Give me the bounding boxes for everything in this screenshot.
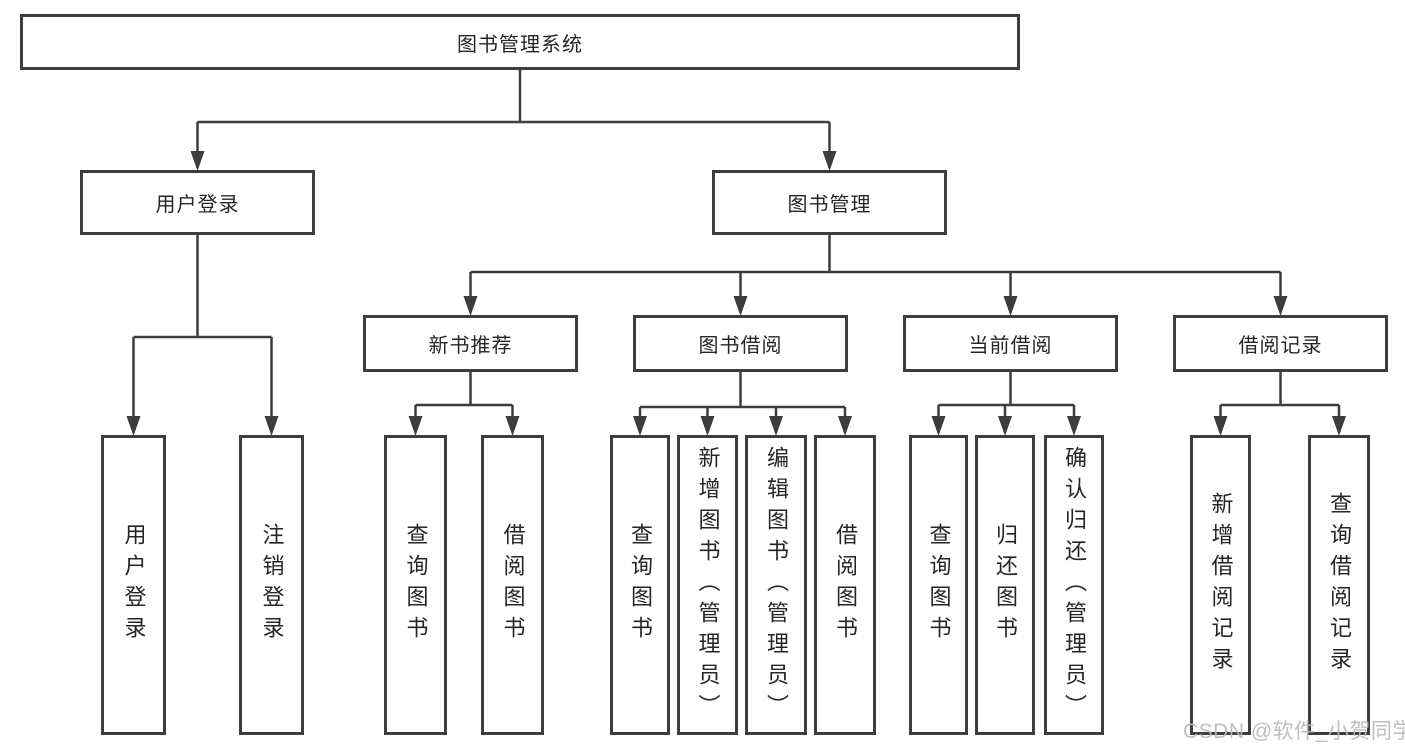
node-new-book-recommend-label: 新书推荐 — [428, 335, 513, 357]
leaf-borrow-books-recommend-label: 借阅图书 — [500, 523, 526, 647]
leaf-search-books-recommend: 查询图书 — [384, 435, 447, 735]
leaf-edit-books-admin: 编辑图书（管理员） — [745, 435, 807, 735]
node-new-book-recommend: 新书推荐 — [363, 315, 578, 372]
node-user-login-label: 用户登录 — [155, 194, 240, 216]
leaf-add-books-admin: 新增图书（管理员） — [677, 435, 738, 735]
leaf-logout: 注销登录 — [239, 435, 304, 735]
leaf-search-books-borrowing-label: 查询图书 — [628, 523, 653, 647]
leaf-return-books-label: 归还图书 — [993, 523, 1018, 647]
leaf-search-books-recommend-label: 查询图书 — [403, 523, 429, 647]
leaf-search-books-current: 查询图书 — [909, 435, 968, 735]
node-book-management-label: 图书管理 — [787, 194, 872, 216]
leaf-edit-books-admin-label: 编辑图书（管理员） — [764, 445, 789, 725]
leaf-borrow-books: 借阅图书 — [814, 435, 876, 735]
leaf-user-login-label: 用户登录 — [121, 523, 147, 647]
leaf-confirm-return-admin: 确认归还（管理员） — [1044, 435, 1104, 735]
leaf-search-books-borrowing: 查询图书 — [610, 435, 670, 735]
node-book-borrowing: 图书借阅 — [633, 315, 848, 372]
csdn-watermark: CSDN @软件_小贺同学 — [1183, 720, 1405, 743]
leaf-return-books: 归还图书 — [975, 435, 1035, 735]
node-user-login: 用户登录 — [80, 170, 315, 235]
leaf-logout-label: 注销登录 — [259, 523, 285, 647]
node-borrow-records: 借阅记录 — [1173, 315, 1388, 372]
leaf-confirm-return-admin-label: 确认归还（管理员） — [1062, 445, 1087, 725]
node-current-borrowing-label: 当前借阅 — [968, 335, 1053, 357]
node-root-label: 图书管理系统 — [457, 33, 583, 56]
leaf-search-borrow-record: 查询借阅记录 — [1308, 435, 1370, 735]
node-root: 图书管理系统 — [20, 14, 1020, 70]
node-current-borrowing: 当前借阅 — [903, 315, 1118, 372]
node-book-management: 图书管理 — [712, 170, 947, 235]
node-borrow-records-label: 借阅记录 — [1238, 335, 1323, 357]
leaf-borrow-books-label: 借阅图书 — [833, 523, 858, 647]
leaf-add-books-admin-label: 新增图书（管理员） — [695, 445, 721, 725]
leaf-search-borrow-record-label: 查询借阅记录 — [1327, 492, 1352, 678]
leaf-search-books-current-label: 查询图书 — [926, 523, 952, 647]
leaf-user-login: 用户登录 — [101, 435, 166, 735]
leaf-add-borrow-record-label: 新增借阅记录 — [1208, 492, 1234, 678]
node-book-borrowing-label: 图书借阅 — [698, 335, 783, 357]
leaf-add-borrow-record: 新增借阅记录 — [1190, 435, 1251, 735]
leaf-borrow-books-recommend: 借阅图书 — [481, 435, 544, 735]
